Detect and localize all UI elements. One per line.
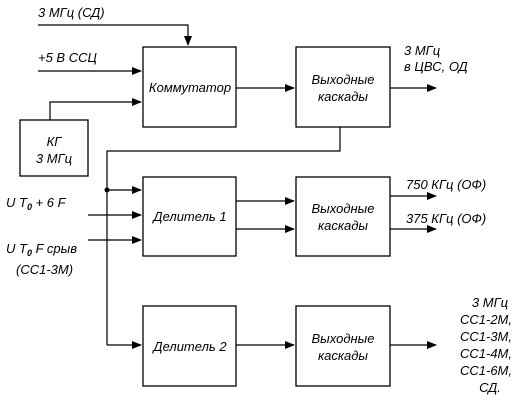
- input-label-5v: +5 В ССЦ: [38, 50, 97, 65]
- commutator-block: Коммутатор: [142, 46, 237, 128]
- output-label-4-line4: СС1-4М,: [460, 346, 512, 361]
- output-label-1b: в ЦВС, ОД: [404, 59, 468, 74]
- output-label-4-line3: СС1-3М,: [460, 329, 512, 344]
- divider-1-label: Делитель 1: [151, 209, 226, 224]
- wire-bus-main: [106, 127, 341, 345]
- output-label-4-line5: СС1-6М,: [460, 363, 512, 378]
- output-cascades-label-1a: Выходные: [312, 72, 375, 87]
- commutator-label: Коммутатор: [149, 80, 231, 95]
- output-label-750: 750 КГц (ОФ): [406, 177, 486, 192]
- output-label-4-line6: СД.: [479, 380, 501, 395]
- input-label-ut0-fsryv: U T0 F срыв: [6, 241, 77, 258]
- output-cascades-block-1: Выходные каскады: [295, 46, 391, 128]
- divider-2-block: Делитель 2: [142, 305, 237, 387]
- output-label-375: 375 КГц (ОФ): [406, 211, 486, 226]
- kg-label-1: КГ: [47, 134, 63, 149]
- output-cascades-label-3b: каскады: [318, 348, 368, 363]
- kg-block: КГ 3 МГц: [19, 119, 89, 177]
- output-cascades-label-1b: каскады: [318, 89, 368, 104]
- divider-1-block: Делитель 1: [142, 176, 237, 257]
- output-label-4-line2: СС1-2М,: [460, 312, 512, 327]
- output-label-4-line1: 3 МГц: [472, 295, 508, 310]
- input-label-sd: 3 МГц (СД): [38, 5, 105, 20]
- output-cascades-label-2a: Выходные: [312, 201, 375, 216]
- kg-label-2: 3 МГц: [36, 151, 72, 166]
- junction-dot: [104, 187, 110, 193]
- output-cascades-label-2b: каскады: [318, 218, 368, 233]
- output-cascades-label-3a: Выходные: [312, 331, 375, 346]
- divider-2-label: Делитель 2: [151, 339, 227, 354]
- input-label-ut0-6f: U T0 + 6 F: [6, 195, 67, 212]
- wire-kg-to-commutator: [49, 98, 142, 120]
- output-label-1a: 3 МГц: [404, 43, 440, 58]
- wire-sd-to-commutator: [38, 24, 192, 46]
- output-cascades-block-2: Выходные каскады: [295, 176, 391, 257]
- output-cascades-block-3: Выходные каскады: [295, 305, 391, 387]
- input-label-cc1-3m: (СС1-3М): [16, 262, 73, 277]
